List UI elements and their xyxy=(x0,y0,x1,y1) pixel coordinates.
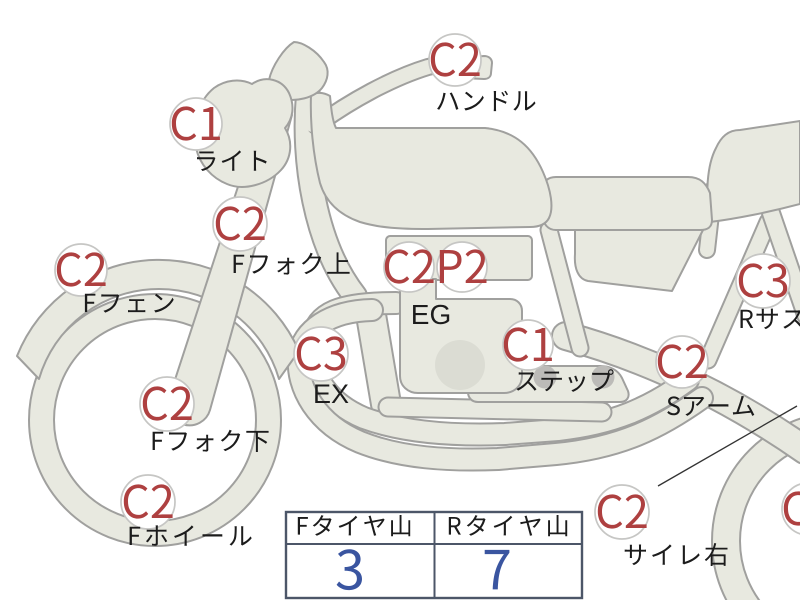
svg-text:EX: EX xyxy=(313,379,349,409)
svg-text:EG: EG xyxy=(411,299,451,330)
